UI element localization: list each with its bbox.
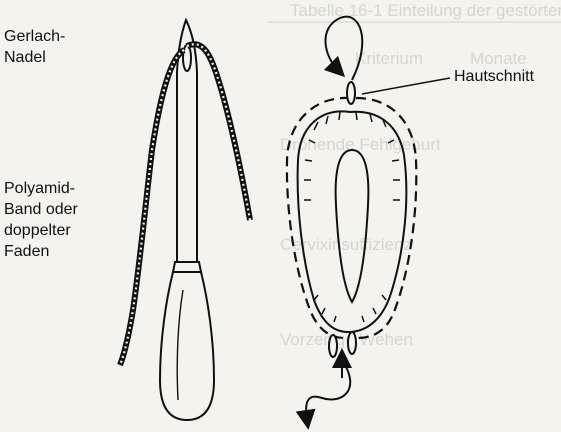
rim-ticks (304, 112, 400, 322)
label-polyamid-band: Polyamid- Band oder doppelter Faden (4, 178, 78, 262)
arrow-bottom-loop (306, 365, 350, 420)
incision-bottom-right (348, 332, 356, 354)
needle-handle (160, 272, 214, 420)
suture-right (356, 98, 416, 338)
incision-bottom-left (329, 335, 337, 357)
needle-collar (173, 262, 201, 272)
cervix-drawing (287, 17, 450, 420)
needle-eye (183, 45, 191, 71)
hautschnitt-leader (362, 78, 450, 94)
suture-left (287, 98, 350, 338)
arrow-top-loop (325, 17, 362, 80)
label-gerlach-nadel: Gerlach- Nadel (4, 26, 65, 68)
incision-top (347, 82, 355, 104)
label-hautschnitt: Hautschnitt (454, 66, 534, 87)
cervix-canal (336, 150, 369, 302)
